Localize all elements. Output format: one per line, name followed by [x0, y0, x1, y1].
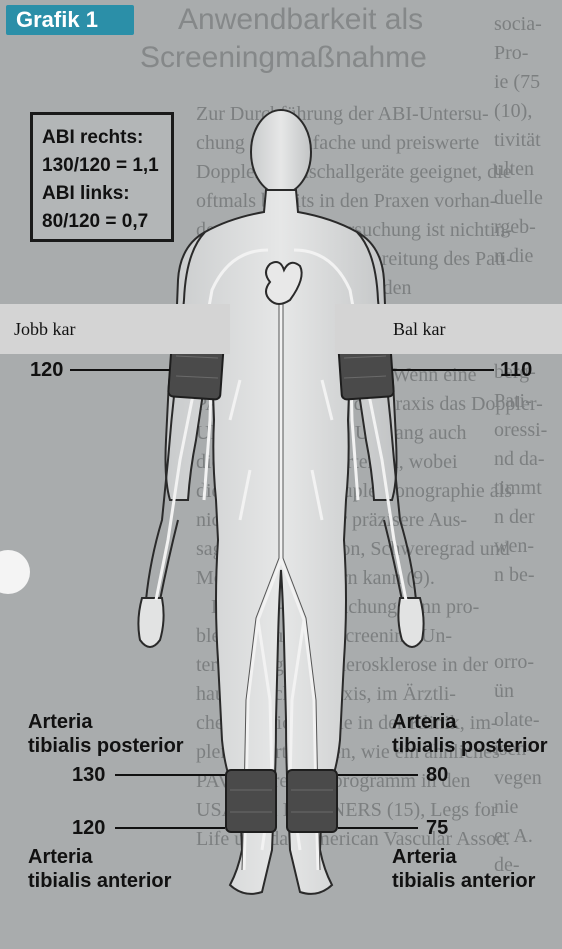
right-anterior-label-line-2: tibialis anterior	[28, 869, 171, 893]
right-anterior-pressure: 120	[72, 816, 105, 840]
left-posterior-label-line-2: tibialis posterior	[392, 734, 548, 758]
right-arm-pressure: 120	[30, 358, 63, 382]
hands	[138, 598, 423, 647]
right-posterior-pressure: 130	[72, 763, 105, 787]
left-arm-label: Bal kar	[393, 319, 445, 339]
right-arm-label-band: Jobb kar	[0, 304, 230, 354]
left-posterior-pressure: 80	[426, 763, 448, 787]
left-anterior-pressure: 75	[426, 816, 448, 840]
left-posterior-label-line-1: Arteria	[392, 710, 456, 734]
right-arm-label: Jobb kar	[14, 319, 76, 339]
right-posterior-label-line-2: tibialis posterior	[28, 734, 184, 758]
right-posterior-label-line-1: Arteria	[28, 710, 92, 734]
left-anterior-label-line-2: tibialis anterior	[392, 869, 535, 893]
left-arm-pressure: 110	[500, 358, 532, 382]
left-anterior-label-line-1: Arteria	[392, 845, 456, 869]
right-anterior-label-line-1: Arteria	[28, 845, 92, 869]
left-arm-label-band: Bal kar	[335, 304, 562, 354]
